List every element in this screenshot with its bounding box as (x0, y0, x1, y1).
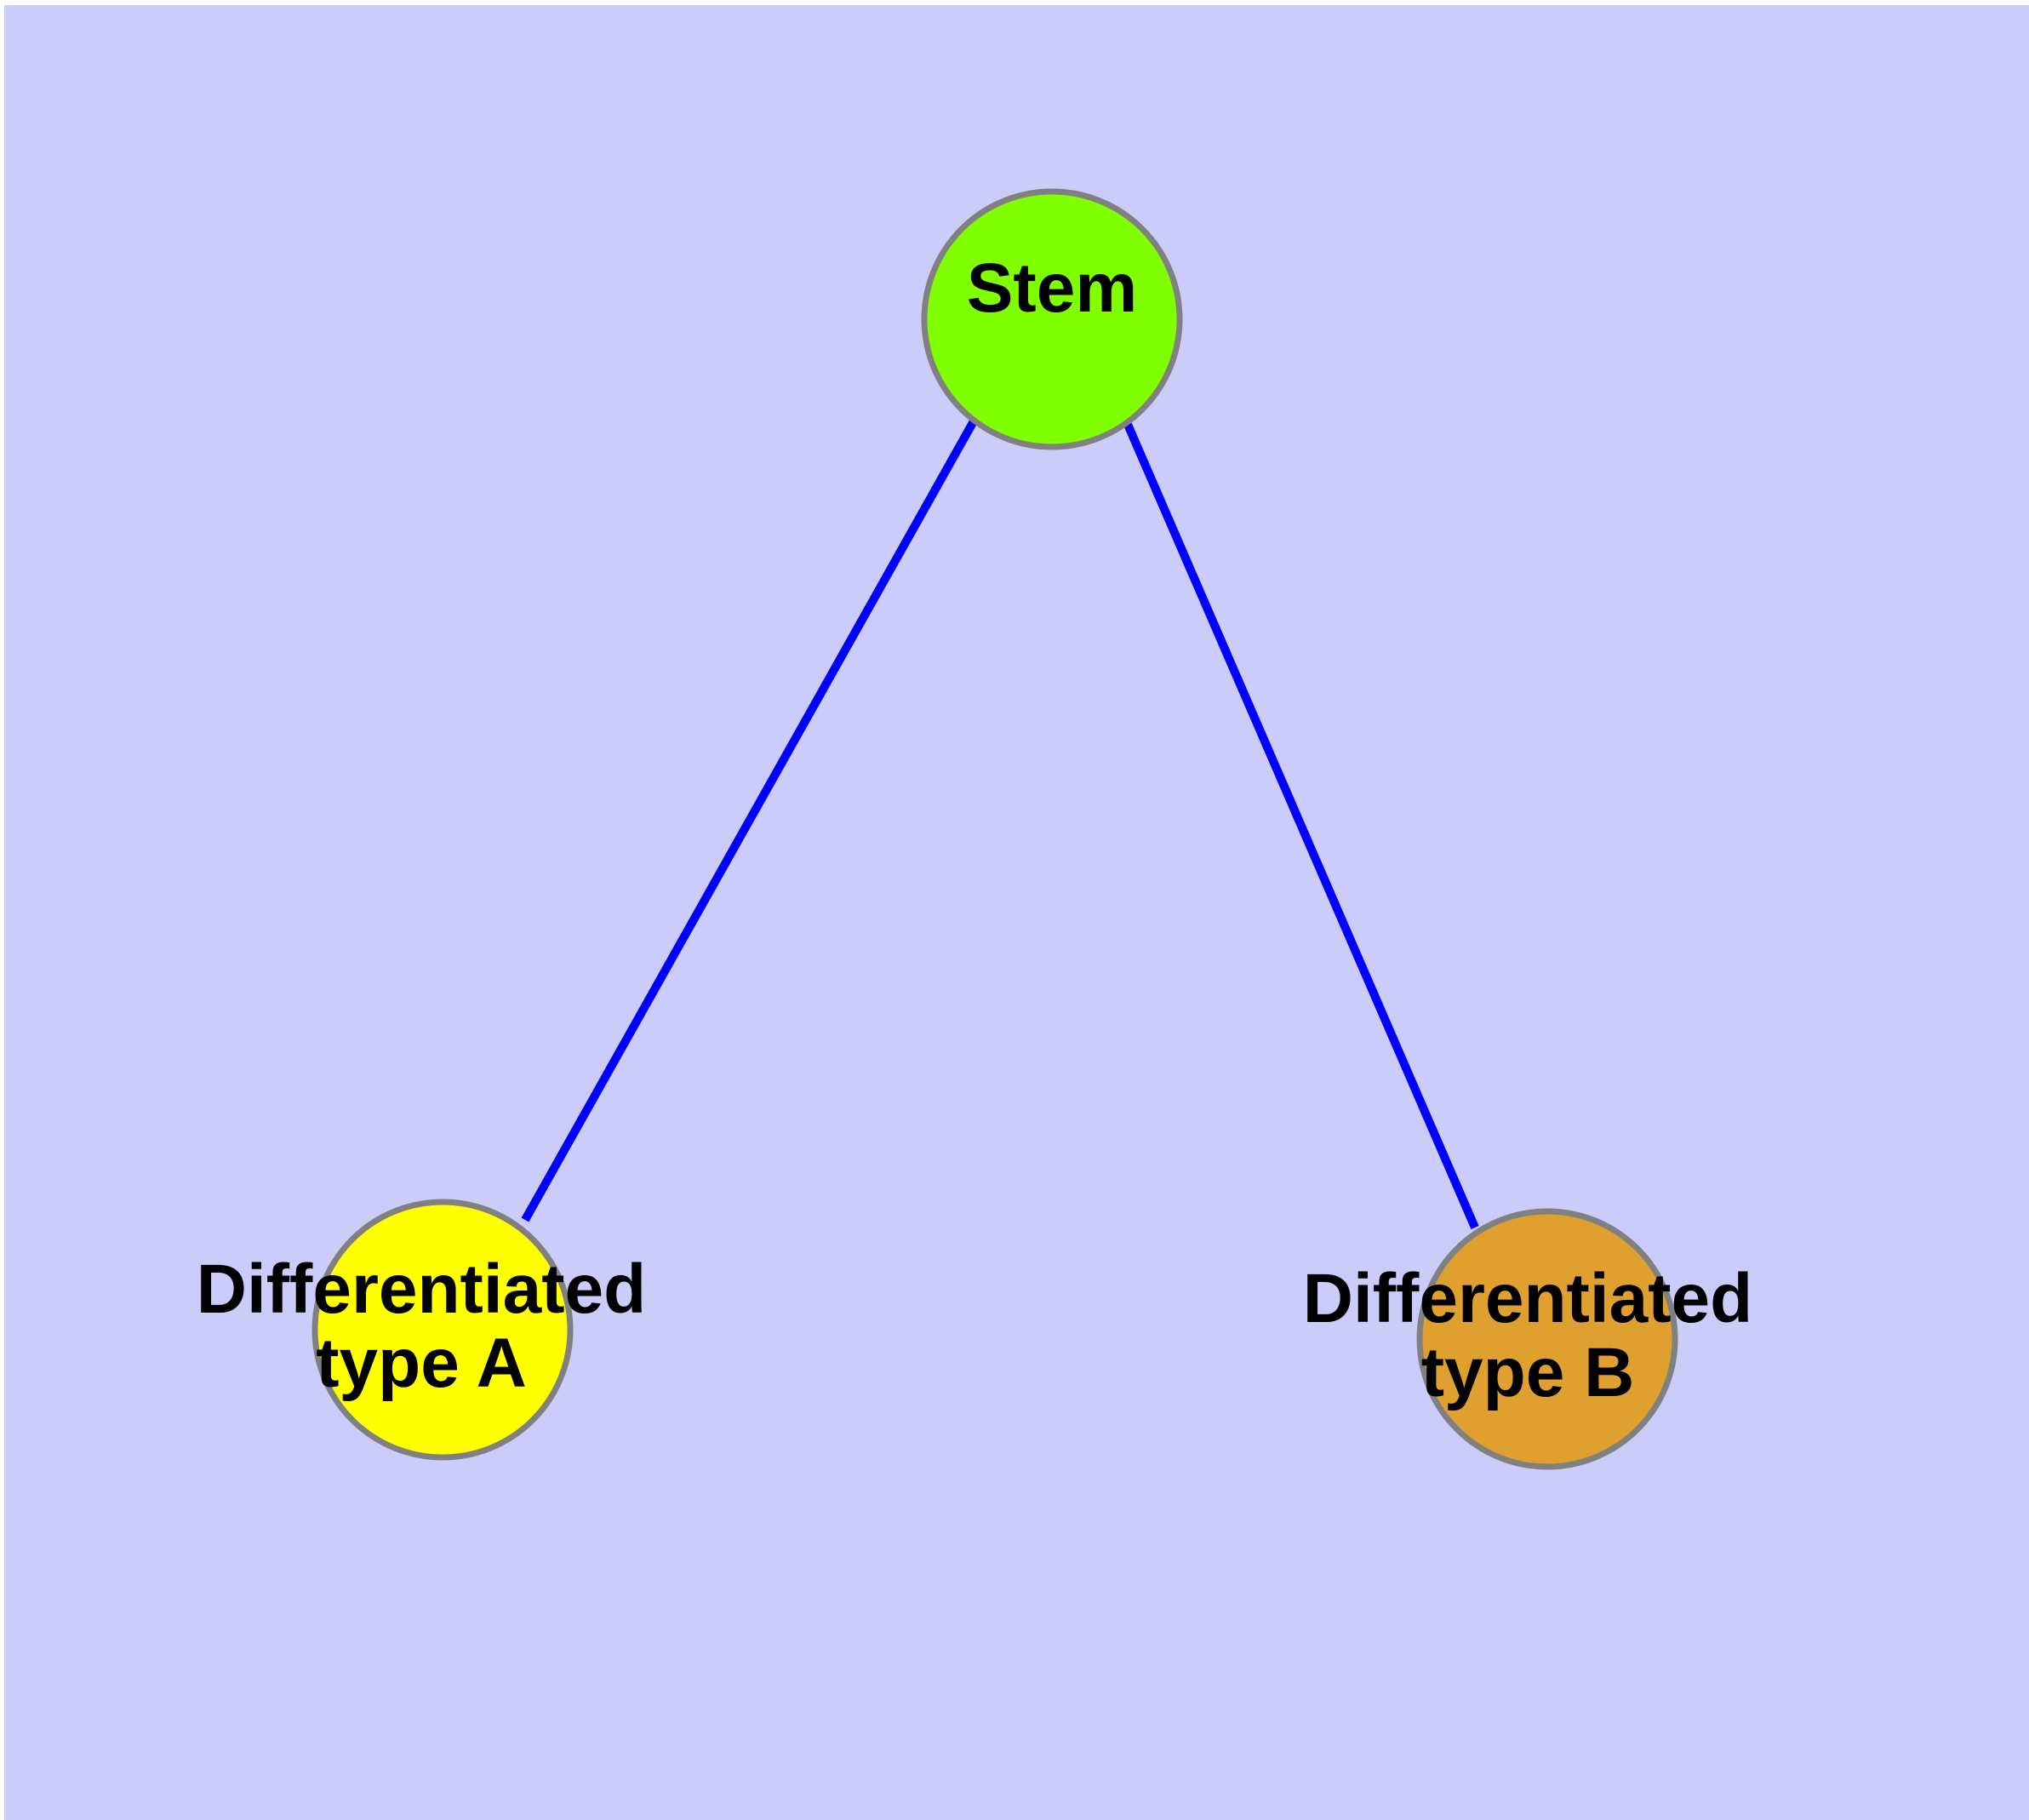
node-layer (311, 188, 1678, 1470)
edge-layer (521, 413, 1479, 1229)
node-diff-b[interactable] (1416, 1208, 1678, 1470)
edge-stem-to-diff-a (521, 417, 979, 1222)
edge-stem-to-diff-b (1119, 413, 1479, 1229)
node-stem[interactable] (921, 188, 1183, 450)
node-diff-a[interactable] (311, 1199, 574, 1461)
